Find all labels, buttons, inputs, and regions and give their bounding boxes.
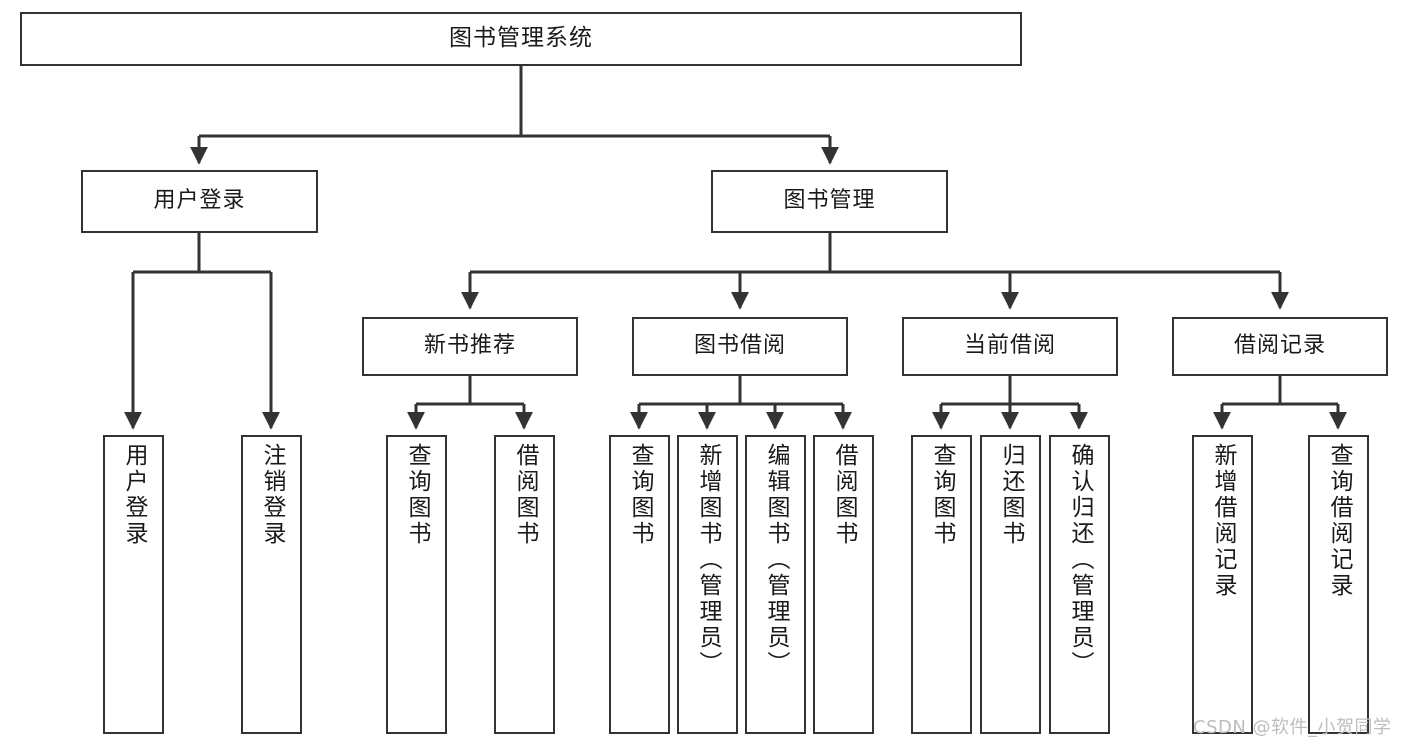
node-user-login[interactable]: 用户登录 [81, 170, 318, 233]
node-leaf-add-book-label: 新增图书（管理员） [695, 443, 721, 677]
node-book-borrow-label: 图书借阅 [693, 333, 786, 359]
node-leaf-borrow-book-borrow-label: 借阅图书 [831, 443, 857, 547]
node-new-book-recommendation[interactable]: 新书推荐 [362, 317, 578, 376]
node-book-manage-label: 图书管理 [783, 188, 876, 214]
node-leaf-edit-book[interactable]: 编辑图书（管理员） [745, 435, 806, 734]
node-leaf-query-borrow-record[interactable]: 查询借阅记录 [1308, 435, 1369, 734]
node-borrow-record-label: 借阅记录 [1233, 333, 1326, 359]
node-leaf-borrow-book-recommendation-label: 借阅图书 [512, 443, 538, 547]
node-leaf-borrow-book-borrow[interactable]: 借阅图书 [813, 435, 874, 734]
node-leaf-user-login[interactable]: 用户登录 [103, 435, 164, 734]
node-new-book-recommendation-label: 新书推荐 [423, 333, 516, 359]
node-leaf-edit-book-label: 编辑图书（管理员） [763, 443, 789, 677]
node-leaf-return-book-label: 归还图书 [998, 443, 1024, 547]
node-current-borrow[interactable]: 当前借阅 [902, 317, 1118, 376]
node-leaf-query-book-borrow[interactable]: 查询图书 [609, 435, 670, 734]
csdn-watermark: CSDN @软件_小贺同学 [1193, 717, 1392, 738]
node-leaf-query-book-borrow-label: 查询图书 [627, 443, 653, 547]
node-leaf-user-login-label: 用户登录 [121, 443, 147, 547]
node-root[interactable]: 图书管理系统 [20, 12, 1022, 66]
node-leaf-query-book-current-label: 查询图书 [929, 443, 955, 547]
node-current-borrow-label: 当前借阅 [963, 333, 1056, 359]
node-leaf-logout-label: 注销登录 [259, 443, 285, 547]
node-leaf-return-book[interactable]: 归还图书 [980, 435, 1041, 734]
node-user-login-label: 用户登录 [153, 188, 246, 214]
node-leaf-add-borrow-record[interactable]: 新增借阅记录 [1192, 435, 1253, 734]
node-leaf-logout[interactable]: 注销登录 [241, 435, 302, 734]
node-leaf-confirm-return-label: 确认归还（管理员） [1067, 443, 1093, 677]
node-book-borrow[interactable]: 图书借阅 [632, 317, 848, 376]
node-leaf-query-book-recommendation-label: 查询图书 [404, 443, 430, 547]
node-leaf-query-book-current[interactable]: 查询图书 [911, 435, 972, 734]
node-leaf-confirm-return[interactable]: 确认归还（管理员） [1049, 435, 1110, 734]
node-leaf-query-borrow-record-label: 查询借阅记录 [1326, 443, 1352, 599]
node-leaf-borrow-book-recommendation[interactable]: 借阅图书 [494, 435, 555, 734]
node-leaf-add-borrow-record-label: 新增借阅记录 [1210, 443, 1236, 599]
node-book-manage[interactable]: 图书管理 [711, 170, 948, 233]
node-root-label: 图书管理系统 [449, 25, 593, 52]
node-leaf-add-book[interactable]: 新增图书（管理员） [677, 435, 738, 734]
node-borrow-record[interactable]: 借阅记录 [1172, 317, 1388, 376]
node-leaf-query-book-recommendation[interactable]: 查询图书 [386, 435, 447, 734]
